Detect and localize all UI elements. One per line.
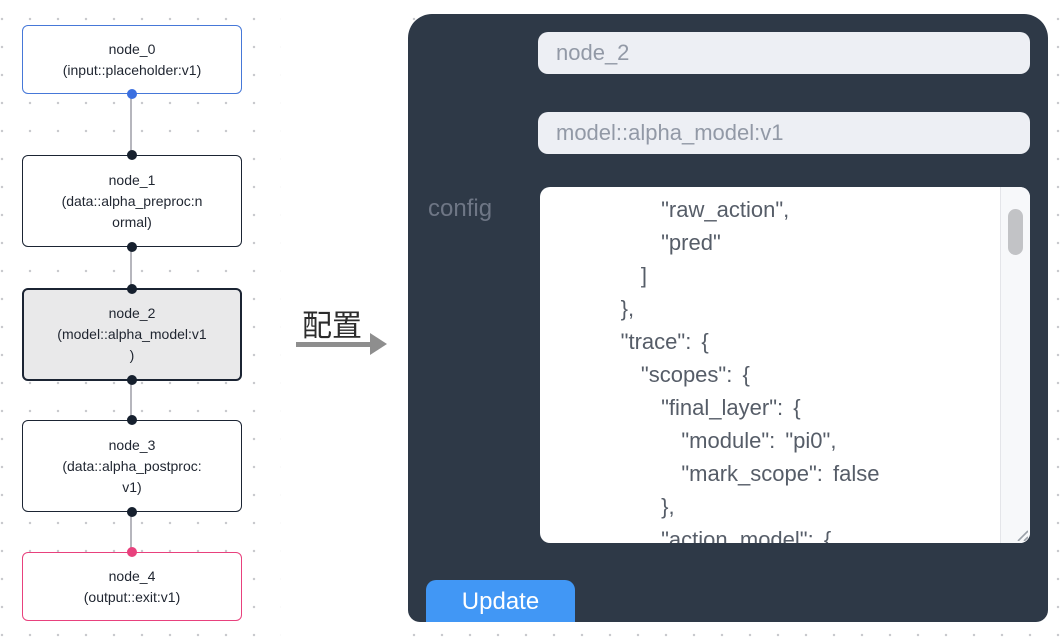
config-scrollbar[interactable]	[1000, 187, 1030, 543]
config-line: "scopes": {	[560, 362, 750, 387]
id-input[interactable]	[538, 32, 1030, 74]
resize-grip-icon[interactable]	[1014, 527, 1028, 541]
configure-label: 配置	[302, 310, 362, 343]
update-button[interactable]: Update	[426, 580, 575, 622]
connection-handle[interactable]	[127, 547, 137, 557]
connection-handle[interactable]	[127, 415, 137, 425]
config-json-content[interactable]: "raw_action", "pred" ] }, "trace": { "sc…	[540, 187, 1000, 543]
config-line: "pred"	[560, 230, 721, 255]
node-type-label: v1)	[122, 478, 142, 495]
right-arrow-head-icon	[370, 333, 387, 355]
node-title: node_1	[108, 171, 156, 188]
connection-handle[interactable]	[127, 375, 137, 385]
config-line: ]	[560, 263, 648, 288]
config-line: "trace": {	[560, 329, 709, 354]
flow-node-node_4[interactable]: node_4 (output::exit:v1)	[22, 547, 242, 621]
node-type-label: (output::exit:v1)	[83, 588, 181, 605]
node-type-label: (input::placeholder:v1)	[62, 61, 202, 78]
flow-node-node_1[interactable]: node_1 (data::alpha_preproc:n ormal)	[22, 150, 242, 252]
connection-handle[interactable]	[127, 242, 137, 252]
connection-handle[interactable]	[127, 507, 137, 517]
flow-node-node_3[interactable]: node_3 (data::alpha_postproc: v1)	[22, 415, 242, 517]
config-line: },	[560, 494, 675, 519]
config-line: "final_layer": {	[560, 395, 801, 420]
node-title: node_2	[108, 305, 156, 321]
node-type-label: (data::alpha_postproc:	[62, 457, 202, 474]
node-title: node_0	[108, 40, 156, 57]
node-type-label: ormal)	[112, 213, 152, 230]
config-line: "raw_action",	[560, 197, 790, 222]
right-arrow-icon	[296, 342, 372, 347]
config-field-label: config	[428, 195, 493, 222]
node-type-label: (data::alpha_preproc:n	[61, 192, 203, 209]
config-line: "action_model": {	[560, 527, 832, 543]
node-type-label: )	[129, 347, 135, 363]
config-scrollbar-thumb[interactable]	[1008, 209, 1023, 255]
config-textarea[interactable]: "raw_action", "pred" ] }, "trace": { "sc…	[540, 187, 1030, 543]
node-config-panel: ID type config "raw_action", "pred" ] },…	[408, 14, 1048, 622]
connection-handle[interactable]	[127, 150, 137, 160]
node-title: node_4	[108, 567, 156, 584]
node-title: node_3	[108, 436, 156, 453]
config-line: "module": "pi0",	[560, 428, 837, 453]
flow-node-node_2-selected[interactable]: node_2 (model::alpha_model:v1 )	[22, 284, 242, 385]
connection-handle[interactable]	[127, 89, 137, 99]
config-line: "mark_scope": false	[560, 461, 880, 486]
connection-handle[interactable]	[127, 284, 137, 294]
type-input[interactable]	[538, 112, 1030, 154]
config-line: },	[560, 296, 635, 321]
flow-node-node_0[interactable]: node_0 (input::placeholder:v1)	[22, 25, 242, 99]
node-type-label: (model::alpha_model:v1	[57, 326, 207, 342]
